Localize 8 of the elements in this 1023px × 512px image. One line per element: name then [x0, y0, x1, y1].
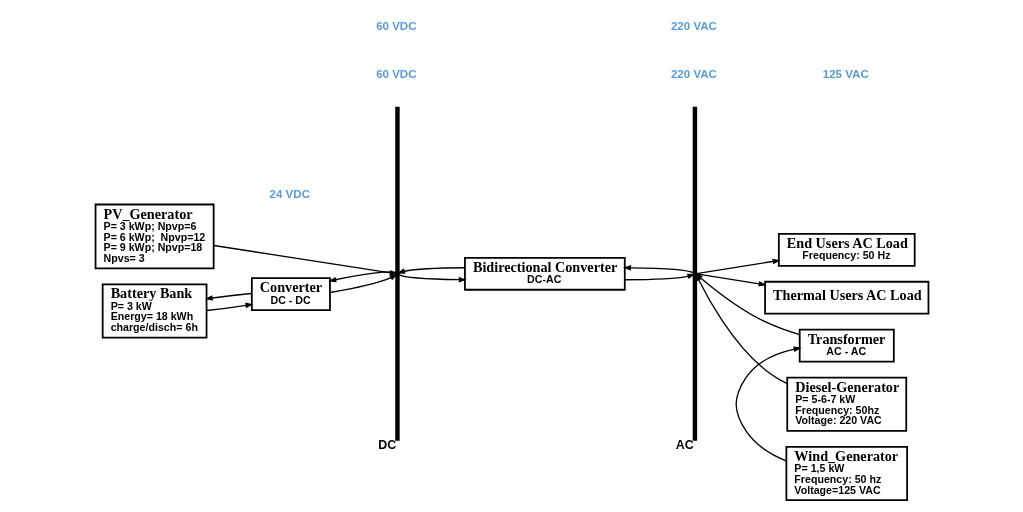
node-label: DC	[377, 437, 396, 452]
label: 220 VAC	[670, 67, 717, 80]
label: 60 VDC	[375, 19, 417, 32]
node-label: AC	[675, 437, 694, 452]
label: 24 VDC	[269, 187, 310, 200]
label: 60 VDC	[375, 67, 417, 80]
label: 220 VAC	[670, 19, 717, 32]
label: 125 VAC	[822, 67, 869, 80]
